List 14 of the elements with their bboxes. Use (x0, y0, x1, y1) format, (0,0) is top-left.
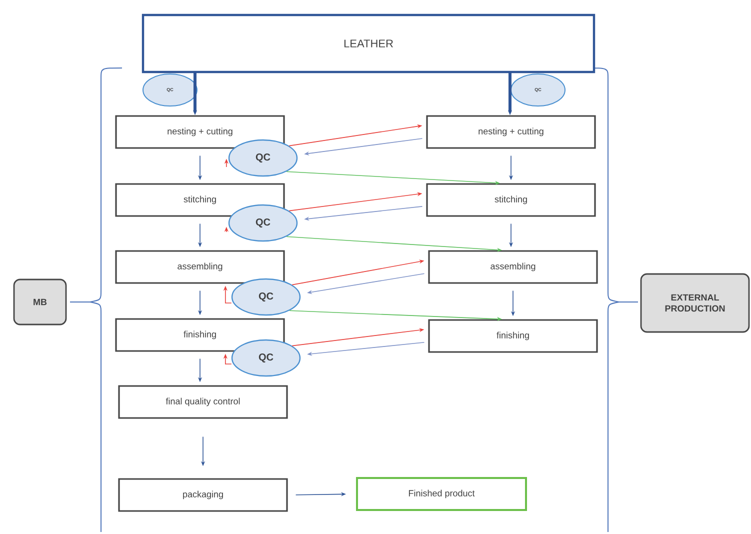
process-box: finishing (115, 318, 285, 352)
process-box: stitching (115, 183, 285, 217)
result-box: Finished product (356, 477, 527, 511)
process-box: assembling (115, 250, 285, 284)
process-box: finishing (428, 319, 598, 353)
process-box: nesting + cutting (115, 115, 285, 149)
process-box: final quality control (118, 385, 288, 419)
process-box: nesting + cutting (426, 115, 596, 149)
process-box: packaging (118, 478, 288, 512)
process-box: assembling (428, 250, 598, 284)
process-box: stitching (426, 183, 596, 217)
rounded-box: EXTERNAL PRODUCTION (640, 273, 750, 333)
rounded-box: MB (13, 278, 67, 326)
title-box: LEATHER (142, 14, 596, 74)
